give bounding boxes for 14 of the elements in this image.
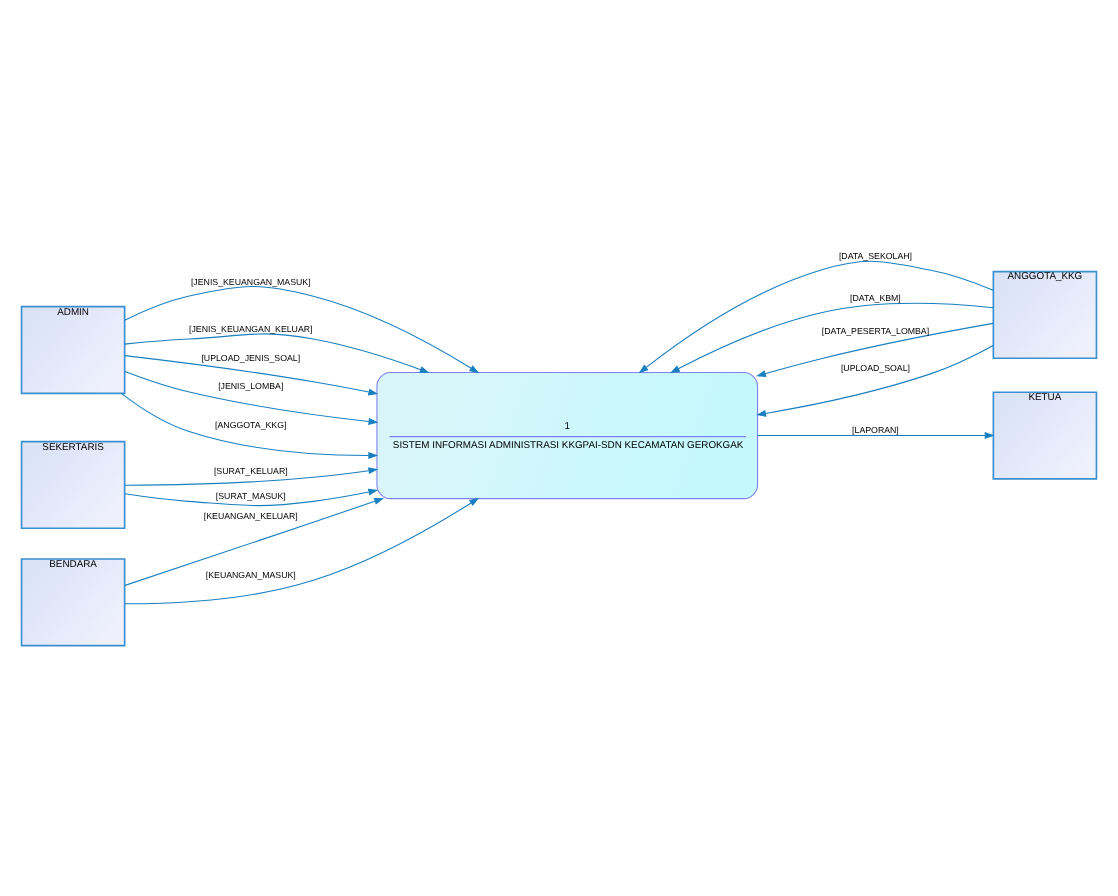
arrow	[124, 332, 430, 373]
arrow	[124, 496, 480, 604]
arrow	[120, 391, 379, 458]
arrow	[638, 259, 994, 373]
arrow	[124, 487, 379, 506]
arrow	[124, 369, 379, 424]
arrow	[124, 284, 480, 373]
arrow	[755, 321, 994, 376]
arrow	[124, 497, 385, 585]
arrow	[757, 431, 995, 439]
arrow	[669, 301, 994, 373]
arrow	[756, 343, 994, 416]
arrow	[124, 354, 379, 395]
arrow	[124, 466, 379, 485]
